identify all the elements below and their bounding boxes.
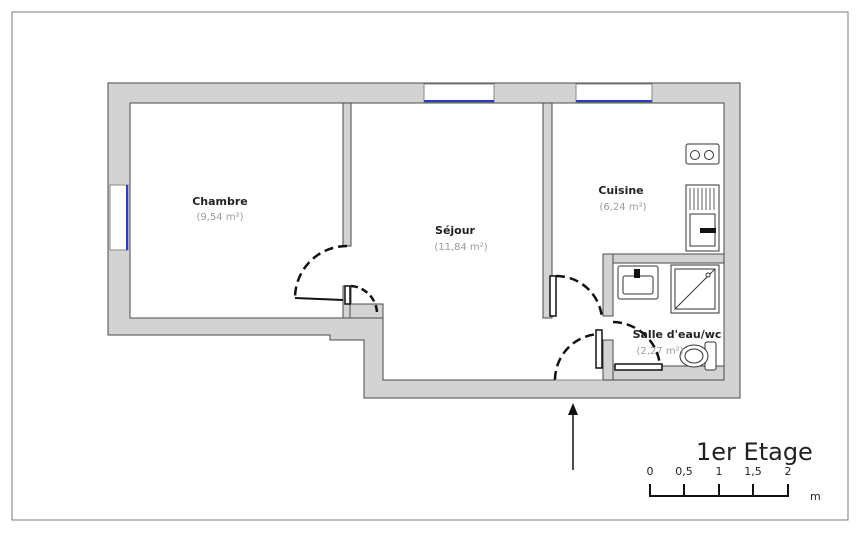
door-bathroom-leaf (595, 329, 603, 369)
room-area-sejour: (11,84 m²) (434, 242, 487, 253)
door-bathroom (595, 320, 663, 371)
room-area-salle-d-eau: (2,27 m²) (637, 346, 684, 357)
door-entrance-swing (553, 332, 602, 381)
scale-tick-label: 0 (647, 465, 654, 478)
window-cuisine-north (575, 83, 653, 103)
scale-bar: 0 0,5 1 1,5 2 m (647, 465, 821, 503)
room-area-cuisine: (6,24 m²) (600, 202, 647, 213)
door-cuisine-swing (555, 274, 604, 319)
door-cuisine-leaf (549, 275, 557, 317)
door-chambre (293, 244, 379, 313)
washbasin-icon (617, 265, 659, 300)
entrance-arrow-icon (568, 403, 578, 470)
wall-cuisine-bath-vertical (602, 253, 614, 317)
wall-chambre-sejour (342, 102, 352, 247)
shower-icon (670, 264, 720, 314)
room-name-chambre: Chambre (192, 195, 248, 208)
bathroom-fixtures (617, 264, 720, 371)
wall-sejour-cuisine (542, 102, 553, 319)
room-area-chambre: (9,54 m²) (197, 212, 244, 223)
window-sejour-north (423, 83, 495, 103)
cooktop-icon (685, 143, 720, 165)
room-name-cuisine: Cuisine (598, 184, 643, 197)
room-name-salle-d-eau: Salle d'eau/wc (633, 328, 722, 341)
doors (293, 244, 663, 381)
window-chambre-west (109, 184, 129, 251)
door-cuisine (549, 274, 604, 319)
scale-tick-label: 2 (785, 465, 792, 478)
wall-bath-door-post (602, 339, 614, 381)
wall-cuisine-bath-horizontal (602, 253, 725, 264)
door-chambre-swing-2 (294, 297, 344, 301)
kitchen-fixtures (685, 143, 720, 252)
scale-tick-label: 1,5 (744, 465, 762, 478)
door-entrance (553, 332, 603, 381)
door-chambre-leaf (344, 285, 351, 305)
wall-chambre-sejour-foot (349, 303, 384, 319)
door-bathroom-swing (612, 320, 662, 367)
scale-bar-line (649, 484, 789, 497)
floor-label: 1er Etage (696, 438, 813, 466)
windows (109, 83, 653, 251)
door-chambre-arc-right (350, 284, 379, 313)
scale-tick-label: 0,5 (675, 465, 693, 478)
scale-unit: m (810, 490, 821, 503)
room-name-sejour: Séjour (435, 224, 476, 237)
scale-tick-label: 1 (716, 465, 723, 478)
sink-icon (685, 184, 720, 252)
door-chambre-swing (293, 244, 348, 299)
page-frame (11, 11, 849, 521)
toilet-icon (679, 341, 717, 371)
exterior-walls (107, 82, 741, 399)
door-bathroom-sill (614, 363, 663, 371)
